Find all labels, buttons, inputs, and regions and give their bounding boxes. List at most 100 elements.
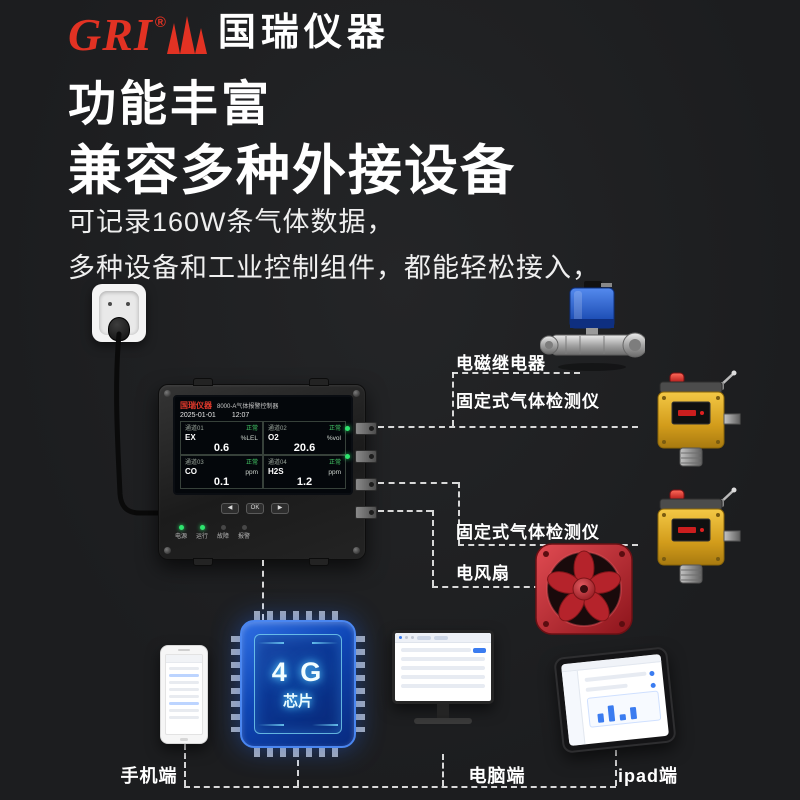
terminal-led [345, 454, 350, 459]
channel-tag: 通道04 [268, 460, 287, 466]
connector-line-relay [452, 372, 580, 374]
connector-riser-fan [432, 510, 434, 586]
channel-status: 正常 [245, 426, 258, 432]
wall-socket [92, 284, 146, 342]
controller-keypad: ◀ OK ▶ [159, 503, 351, 514]
terminal-led [345, 426, 350, 431]
screen-subtitle: 8000-A气体报警控制器 [217, 404, 279, 410]
gas-alarm-controller: 国瑞仪器 8000-A气体报警控制器 2025-01-01 12:07 通道01… [158, 378, 377, 566]
channel-status: 正常 [328, 460, 341, 466]
status-led-run: 运行 [196, 525, 208, 540]
exhaust-fan-image [535, 543, 633, 635]
controller-button-ok: OK [246, 503, 264, 514]
connector-stub-phone [184, 744, 186, 786]
headline-secondary: 兼容多种外接设备 [68, 141, 516, 201]
ipad-mockup [553, 646, 677, 754]
gas-name: EX [185, 433, 196, 442]
gas-name: CO [185, 467, 197, 476]
gas-detector-2-image [657, 487, 741, 584]
gas-unit: ppm [245, 469, 258, 476]
chip-inner-frame [254, 634, 342, 734]
chip-pins [231, 636, 240, 732]
connector-stub-chip [297, 750, 299, 786]
mount-ear [193, 558, 213, 566]
connector-stub-pc [442, 754, 444, 786]
screen-time: 12:07 [231, 412, 250, 419]
status-led-alarm: 报警 [238, 525, 250, 540]
channel-tag: 通道03 [185, 460, 204, 466]
controller-button-right: ▶ [271, 503, 289, 514]
monitor-mockup [392, 630, 494, 724]
connector-riser-detector-2 [458, 482, 460, 544]
screen-date: 2025-01-01 [180, 412, 216, 419]
connector-line-detector-2a [378, 482, 458, 484]
mount-ear [309, 558, 329, 566]
connector-line-fan-a [378, 510, 432, 512]
chip-label-4g: 4 G [271, 657, 325, 687]
screen-datetime: 2025-01-01 12:07 [180, 412, 346, 419]
label-ipad: ipad端 [617, 766, 678, 786]
connector-bus-bottom [184, 786, 616, 788]
monitor-screen [392, 630, 494, 704]
mount-ear [309, 378, 329, 386]
label-phone: 手机端 [120, 766, 178, 786]
chip-pins [254, 748, 342, 757]
corner-screw [353, 390, 360, 397]
gas-value: 20.6 [293, 442, 316, 454]
screen-header: 国瑞仪器 8000-A气体报警控制器 [180, 400, 346, 411]
phone-mockup [160, 645, 208, 744]
connector-riser-relay [452, 372, 454, 426]
brand-logo-gri: GRI [68, 9, 153, 60]
status-led-fault: 故障 [217, 525, 229, 540]
corner-screw [353, 547, 360, 554]
output-terminal-4 [355, 506, 377, 519]
label-pc: 电脑端 [468, 766, 526, 786]
brand-name-cn: 国瑞仪器 [217, 12, 390, 54]
connector-stub-ipad [615, 750, 617, 786]
gas-unit: %vol [326, 435, 341, 442]
monitor-base [414, 718, 472, 724]
channel-tag: 通道02 [268, 426, 287, 432]
chip-pins [254, 611, 342, 620]
label-fan: 电风扇 [456, 564, 510, 583]
monitor-ui-button [473, 648, 486, 653]
gas-name: O2 [268, 433, 279, 442]
phone-home-button [180, 738, 188, 741]
output-terminal-1 [355, 422, 377, 435]
mount-ear [193, 378, 213, 386]
phone-screen [165, 654, 203, 735]
monitor-stand [437, 704, 449, 718]
ipad-screen [560, 653, 670, 747]
gas-value: 1.2 [296, 476, 313, 488]
gas-value: 0.1 [213, 476, 230, 488]
controller-button-left: ◀ [221, 503, 239, 514]
gas-unit: %LEL [240, 435, 258, 442]
label-relay: 电磁继电器 [456, 354, 546, 373]
gas-name: H2S [268, 467, 284, 476]
controller-status-leds: 电源 运行 故障 报警 [175, 525, 250, 540]
status-led-power: 电源 [175, 525, 187, 540]
phone-speaker [178, 649, 190, 651]
connector-line-fan-b [432, 586, 540, 588]
gas-unit: ppm [328, 469, 341, 476]
label-detector-1: 固定式气体检测仪 [456, 392, 600, 411]
connector-line-chip [262, 560, 264, 620]
subtext-line-2: 多种设备和工业控制组件，都能轻松接入， [68, 253, 600, 283]
power-cable [114, 331, 163, 516]
corner-screw [164, 390, 171, 397]
headline-primary: 功能丰富 [68, 78, 273, 131]
socket-hole [108, 302, 112, 306]
screen-brand: 国瑞仪器 [180, 401, 212, 410]
registered-mark: ® [154, 14, 166, 31]
channel-tag: 通道01 [185, 426, 204, 432]
chip-body: 4 G 芯片 [240, 620, 356, 748]
corner-screw [164, 547, 171, 554]
output-terminal-2 [355, 450, 377, 463]
brand-logo: GRI ® 国瑞仪器 [68, 12, 390, 61]
socket-hole [126, 302, 130, 306]
